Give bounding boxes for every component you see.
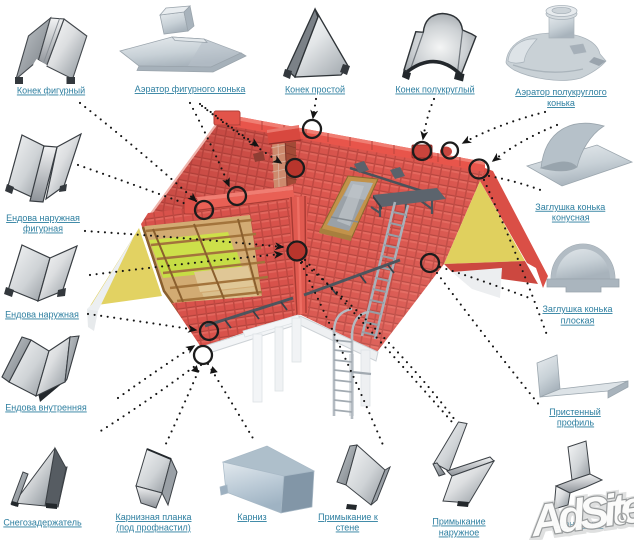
svg-text:Заглушка конька: Заглушка конька [535,202,605,212]
svg-text:Карнизная планка: Карнизная планка [116,512,192,522]
svg-text:конусная: конусная [552,213,590,223]
svg-text:Пристенный: Пристенный [549,407,600,417]
svg-text:плоская: плоская [561,316,595,326]
svg-text:Снегозадержатель: Снегозадержатель [3,518,82,528]
svg-text:Ендова внутренняя: Ендова внутренняя [5,403,87,413]
svg-text:профиль: профиль [557,418,595,428]
svg-text:Конек простой: Конек простой [285,85,345,95]
svg-text:Карниз: Карниз [237,512,266,522]
svg-text:Примыкание: Примыкание [432,517,485,527]
svg-text:(под профнастил): (под профнастил) [116,523,191,533]
svg-text:Конек фигурный: Конек фигурный [17,86,85,96]
svg-text:фигурная: фигурная [23,224,63,234]
svg-text:Заглушка конька: Заглушка конька [543,304,613,314]
svg-text:Ендова наружная: Ендова наружная [6,213,80,223]
svg-text:Аэратор фигурного конька: Аэратор фигурного конька [135,84,246,94]
svg-text:наружное: наружное [439,528,479,538]
svg-text:Фронтонная: Фронтонная [553,519,604,529]
svg-text:Аэратор полукруглого: Аэратор полукруглого [515,87,606,97]
svg-text:конька: конька [547,98,575,108]
svg-text:стене: стене [336,523,360,533]
svg-text:Примыкание к: Примыкание к [318,512,378,522]
svg-text:Конек полукруглый: Конек полукруглый [395,85,474,95]
svg-text:Ендова наружная: Ендова наружная [5,310,79,320]
